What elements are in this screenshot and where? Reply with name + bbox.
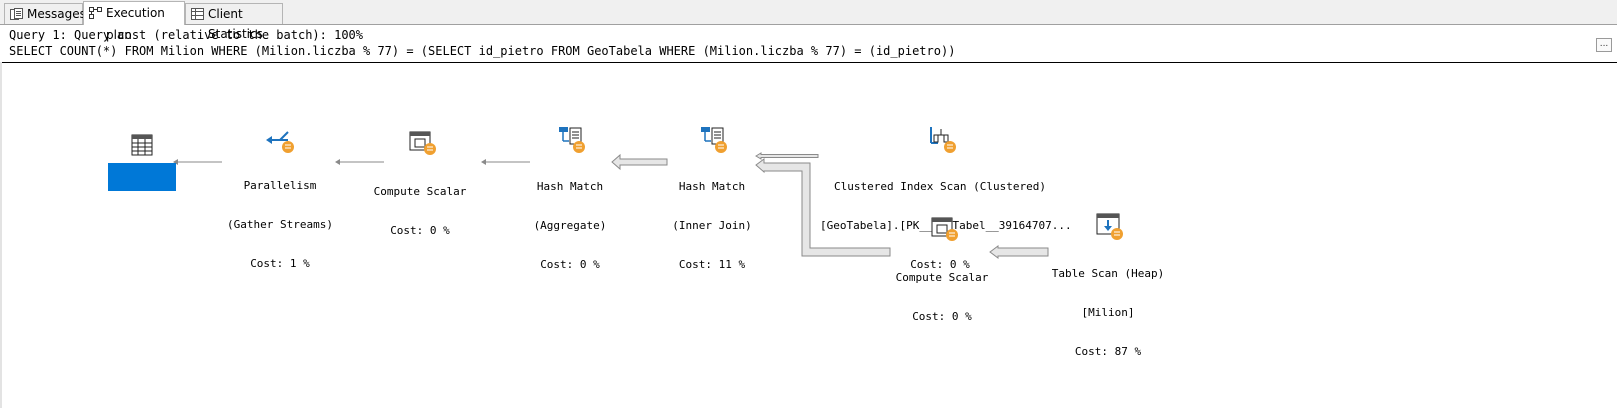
plan-node-hash-match-inner-join[interactable]: Hash Match (Inner Join) Cost: 11 % [662,125,762,271]
arrow-compute2-to-join [755,158,891,257]
node-title: Compute Scalar [373,185,467,198]
node-title: Hash Match [536,180,604,193]
query-header: Query 1: Query cost (relative to the bat… [0,26,1617,63]
plan-node-clustered-index-scan[interactable]: Clustered Index Scan (Clustered) [GeoTab… [820,125,1072,271]
node-cost: Cost: 11 % [678,258,746,271]
tab-label: Execution plan [106,6,165,42]
messages-icon [10,8,23,20]
node-cost: Cost: 0 % [112,228,172,241]
left-edge [0,62,2,408]
hash-match-icon [559,127,585,153]
tab-client-statistics[interactable]: Client Statistics [185,3,283,41]
plan-node-compute-scalar-2[interactable]: Compute Scalar Cost: 0 % [892,216,992,323]
tab-label: Messages [27,7,86,21]
plan-node-table-scan[interactable]: Table Scan (Heap) [Milion] Cost: 87 % [1043,212,1173,358]
node-title: Table Scan (Heap) [1051,267,1165,280]
node-cost: Cost: 0 % [912,310,972,323]
plan-node-parallelism[interactable]: Parallelism (Gather Streams) Cost: 1 % [220,127,340,270]
clustered-index-scan-icon [930,127,956,153]
tab-execution-plan[interactable]: Execution plan [83,1,185,42]
arrow-join-to-aggregate [611,153,668,171]
node-cost: Cost: 0 % [390,224,450,237]
query-text-line: SELECT COUNT(*) FROM Milion WHERE (Milio… [9,44,956,58]
table-scan-icon [1096,213,1123,240]
node-cost: Cost: 1 % [250,257,310,270]
node-title: Hash Match [678,180,746,193]
node-subtitle: (Inner Join) [672,219,752,232]
node-object-name: [Milion] [1081,306,1135,319]
arrow-parallelism-to-select [173,159,222,165]
hash-match-icon [701,127,727,153]
compute-scalar-icon [931,217,958,241]
plan-node-hash-match-aggregate[interactable]: Hash Match (Aggregate) Cost: 0 % [520,125,620,271]
select-icon [131,134,153,156]
client-statistics-icon [191,8,204,20]
query-cost-line: Query 1: Query cost (relative to the bat… [9,28,364,42]
execution-plan-icon [89,7,102,19]
tab-messages[interactable]: Messages [4,3,86,24]
node-cost: Cost: 0 % [910,258,970,271]
node-title: Clustered Index Scan (Clustered) [834,180,1046,193]
node-subtitle: (Gather Streams) [227,218,333,231]
results-tab-bar: Messages Execution plan Client Statistic… [0,0,1617,42]
arrow-tablescan-to-compute2 [989,245,1049,259]
arrow-index-scan-to-join [755,152,819,160]
parallelism-icon [266,131,294,153]
tab-label: Client Statistics [208,7,263,41]
compute-scalar-icon [409,131,436,155]
node-subtitle: (Aggregate) [533,219,607,232]
node-title: SELECT [122,189,162,202]
node-cost: Cost: 87 % [1074,345,1142,358]
select-label-box: SELECT Cost: 0 % [108,163,176,241]
node-cost: Cost: 0 % [540,258,600,271]
plan-node-select[interactable]: SELECT Cost: 0 % [108,133,176,241]
plan-node-compute-scalar[interactable]: Compute Scalar Cost: 0 % [370,130,470,237]
node-title: Compute Scalar [895,271,989,284]
node-title: Parallelism [243,179,317,192]
arrow-compute-to-parallelism [335,159,384,165]
arrow-aggregate-to-compute [481,159,530,165]
more-button[interactable]: ... [1596,38,1612,52]
